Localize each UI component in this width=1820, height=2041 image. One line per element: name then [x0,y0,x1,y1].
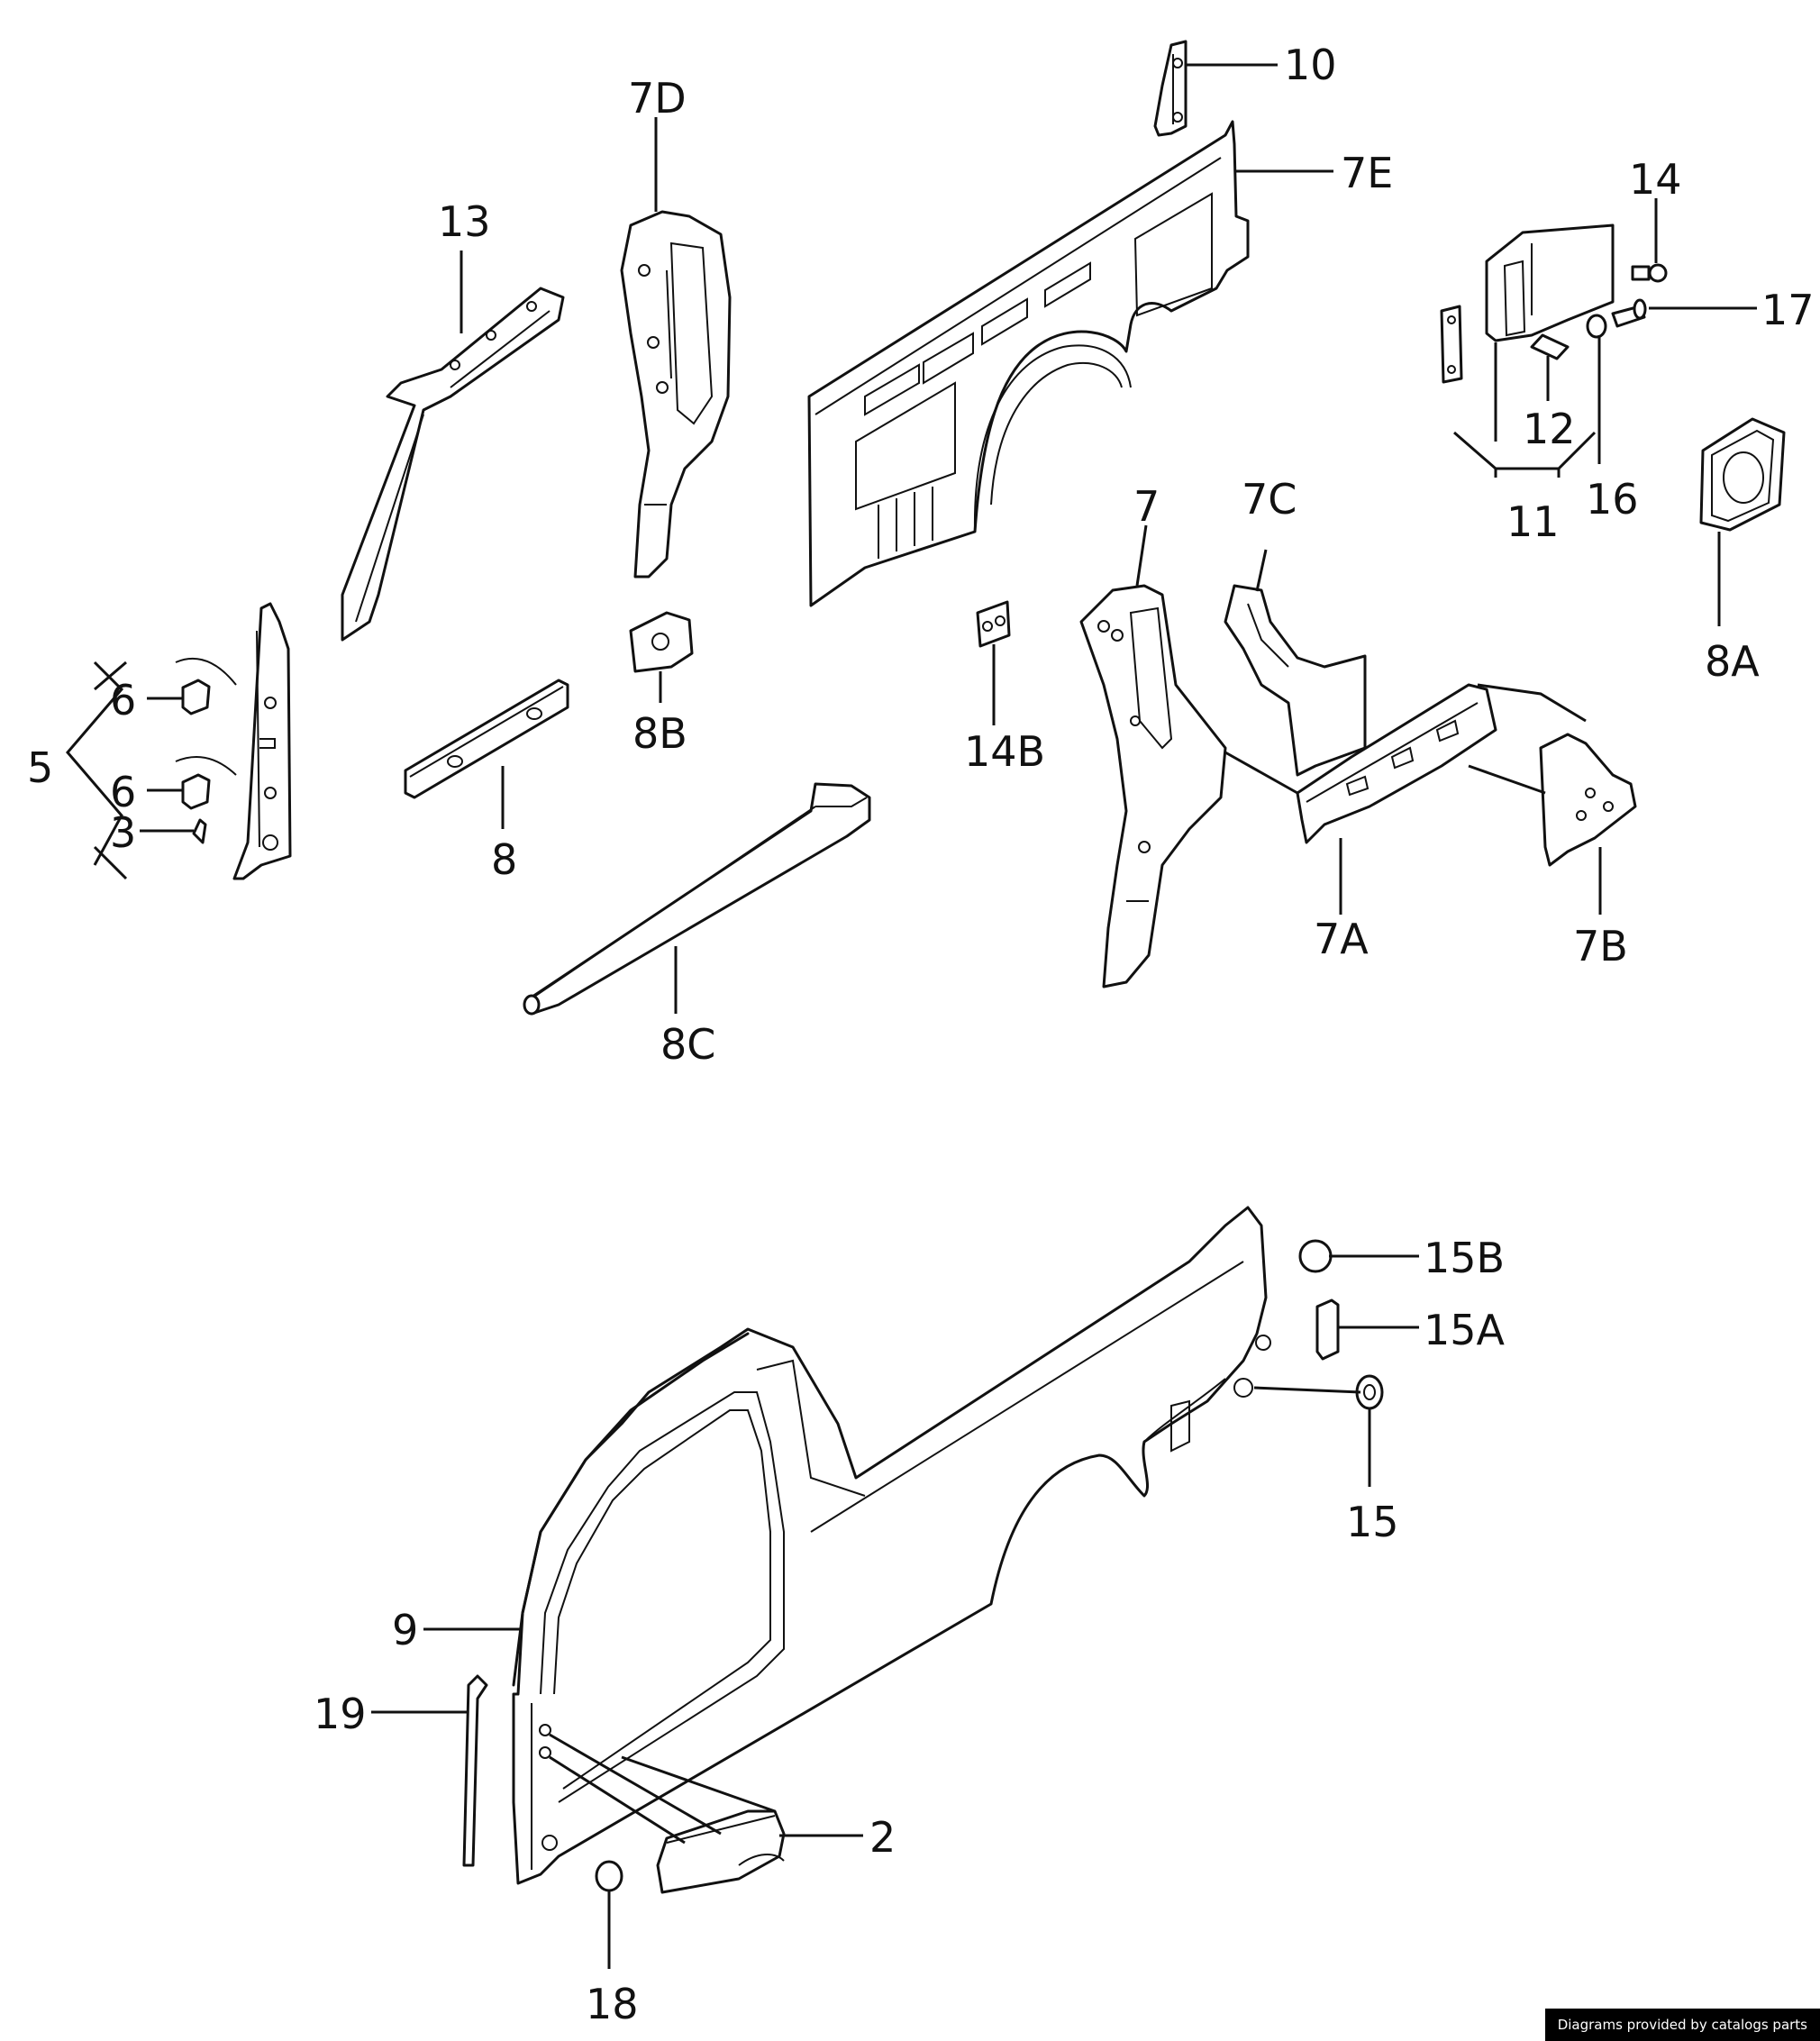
callout-14: 14 [1629,155,1682,204]
part-side-panel [512,1206,1271,1885]
part-16-washer [1586,314,1607,339]
part-8 [404,679,569,799]
callout-9: 9 [392,1606,418,1654]
callout-7b: 7B [1573,922,1628,970]
callout-7e: 7E [1341,149,1393,197]
callout-7d: 7D [628,74,687,123]
part-7b [1539,733,1637,867]
part-7d [620,210,732,579]
part-18 [595,1860,623,1892]
part-11-filler-housing [1440,223,1615,384]
part-14 [1631,263,1668,283]
part-8a [1699,417,1786,532]
callout-3: 3 [110,808,136,857]
callout-10: 10 [1284,41,1337,89]
callout-5: 5 [27,743,53,792]
callout-7c: 7C [1242,475,1297,524]
part-8b [629,611,694,673]
part-14b [976,600,1011,648]
callout-8b: 8B [632,709,687,758]
part-3-clip [192,818,207,844]
part-6-clip-lower [181,773,211,810]
callout-8: 8 [491,835,517,884]
part-7a [1296,683,1497,844]
part-7 [1079,584,1227,989]
assembly-line-15 [1253,1386,1361,1394]
part-7e-inner-panel [807,120,1250,607]
callout-16: 16 [1586,475,1639,524]
part-13 [341,287,565,642]
leader-lines [66,63,1757,1969]
part-6-clip-upper [181,679,211,715]
callout-7a: 7A [1314,915,1369,963]
part-12 [1530,333,1570,360]
callout-11: 11 [1506,497,1560,546]
callout-6-upper: 6 [110,676,136,724]
callout-12: 12 [1523,405,1576,453]
callout-14b: 14B [964,727,1045,776]
part-2 [656,1809,786,1894]
footer-credit: Diagrams provided by catalogs parts [1544,2009,1820,2041]
part-5-pillar [175,602,292,880]
callout-17: 17 [1761,286,1815,334]
callout-15b: 15B [1424,1234,1505,1282]
assembly-lines-7 [1224,658,1587,795]
callout-13: 13 [438,197,491,246]
callout-2: 2 [869,1813,896,1862]
part-10 [1153,40,1188,137]
part-15a [1315,1298,1340,1361]
callout-18: 18 [586,1980,639,2028]
callout-15a: 15A [1424,1306,1506,1354]
part-19 [462,1674,488,1867]
part-15b [1298,1239,1333,1273]
part-15 [1355,1374,1384,1410]
part-7c [1224,584,1367,777]
assembly-lines-2 [549,1733,776,1845]
part-9 [512,1332,750,1687]
callout-15: 15 [1346,1498,1399,1546]
part-8c [523,782,871,1016]
callout-8a: 8A [1705,637,1760,686]
callout-19: 19 [314,1690,367,1738]
callout-7: 7 [1133,482,1160,531]
part-17-screw [1611,298,1647,328]
callout-6-lower: 6 [110,768,136,816]
callout-labels: 10 7D 7E 13 14 17 12 16 11 7 7C 8A 6 5 6… [27,41,1815,2028]
callout-8c: 8C [660,1020,715,1069]
